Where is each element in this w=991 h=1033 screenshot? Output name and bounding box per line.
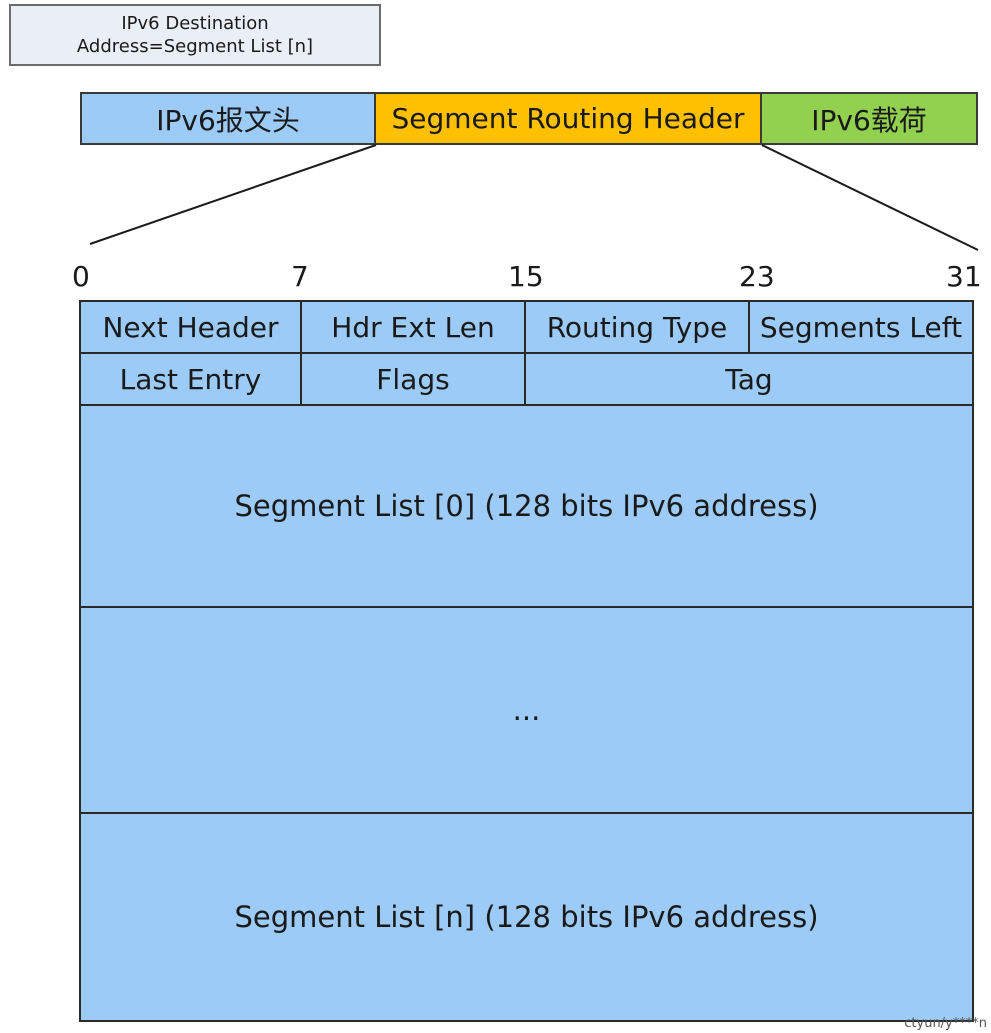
field-tag: Tag <box>524 352 974 406</box>
ipv6-payload-block: IPv6载荷 <box>760 92 978 145</box>
note-line-2: Address=Segment List [n] <box>76 36 314 57</box>
watermark: ctyun/y****n <box>904 1016 987 1031</box>
segment-list-n: Segment List [n] (128 bits IPv6 address) <box>79 812 974 1022</box>
field-routing-type: Routing Type <box>524 300 750 354</box>
field-segments-left: Segments Left <box>748 300 974 354</box>
bit-label-31: 31 <box>946 260 982 293</box>
field-next-header: Next Header <box>79 300 302 354</box>
destination-address-note: IPv6 Destination Address=Segment List [n… <box>9 4 381 66</box>
bit-label-15: 15 <box>508 260 544 293</box>
field-hdr-ext-len: Hdr Ext Len <box>300 300 526 354</box>
segment-routing-header-block: Segment Routing Header <box>374 92 762 145</box>
field-flags: Flags <box>300 352 526 406</box>
field-last-entry: Last Entry <box>79 352 302 406</box>
bit-label-23: 23 <box>739 260 775 293</box>
segment-list-ellipsis: ... <box>79 606 974 814</box>
zoom-line-left <box>89 144 377 245</box>
bit-label-0: 0 <box>72 260 90 293</box>
note-line-1: IPv6 Destination <box>121 13 269 34</box>
bit-label-7: 7 <box>291 260 309 293</box>
segment-list-0: Segment List [0] (128 bits IPv6 address) <box>79 404 974 608</box>
zoom-line-right <box>761 144 979 251</box>
